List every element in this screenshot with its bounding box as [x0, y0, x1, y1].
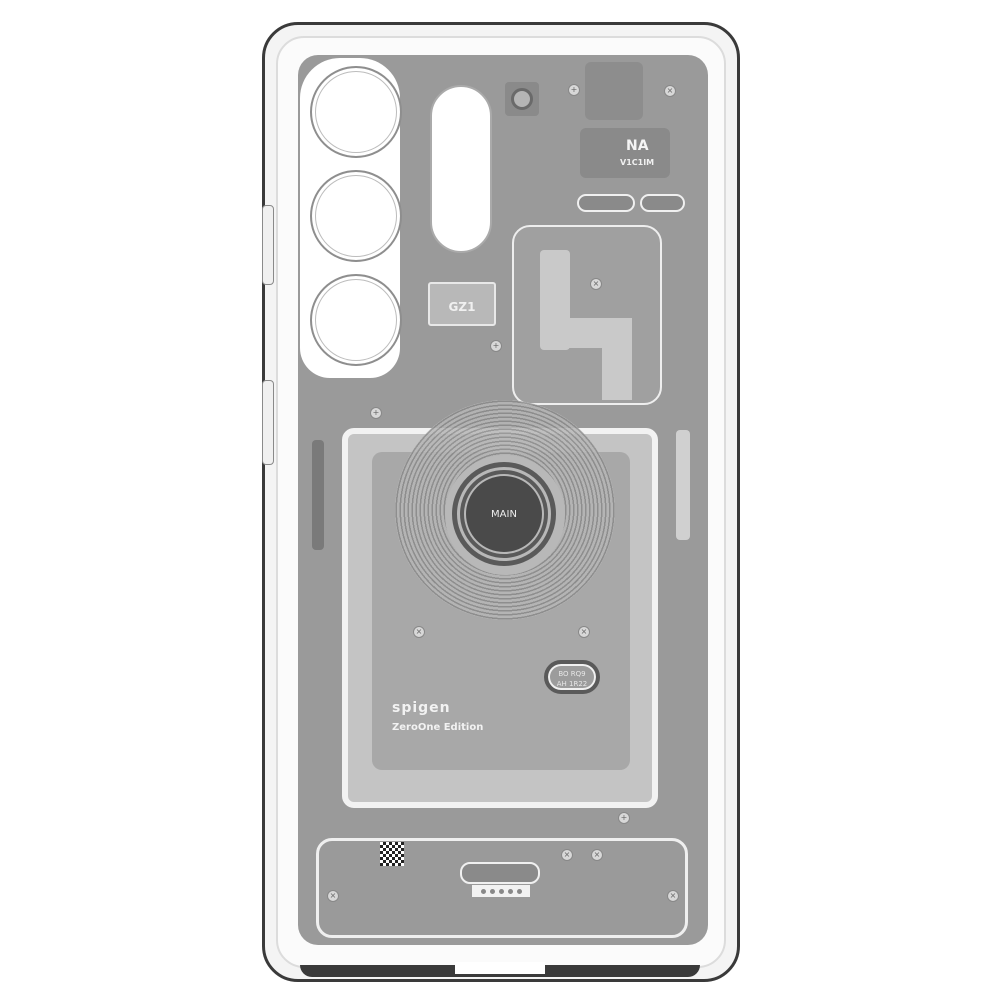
- screw-x-icon: ×: [667, 890, 679, 902]
- side-slot: [676, 430, 690, 540]
- mic-module: [505, 82, 539, 116]
- speaker-grille: [472, 885, 530, 897]
- screw-x-icon: ×: [561, 849, 573, 861]
- qr-code: [380, 842, 404, 866]
- flex-cable-segment: [602, 330, 632, 400]
- chip-module: [585, 62, 643, 120]
- gz1-chip: GZ1: [428, 282, 496, 326]
- screw-x-icon: ×: [591, 849, 603, 861]
- main-core: MAIN: [466, 476, 542, 552]
- screw-x-icon: ×: [590, 278, 602, 290]
- brand-logo: spigen: [392, 700, 451, 716]
- side-slot: [312, 440, 324, 550]
- screw-plus-icon: +: [490, 340, 502, 352]
- screw-x-icon: ×: [413, 626, 425, 638]
- power-button-cover: [262, 380, 274, 465]
- bottom-board-zone: [316, 838, 688, 938]
- flex-cable-zone: [512, 225, 662, 405]
- usb-port-cutout: [460, 862, 540, 884]
- camera-lens-cutout-2: [310, 170, 402, 262]
- coil-outer-ring: [452, 462, 556, 566]
- coil-inner-ring: [460, 470, 548, 558]
- screw-plus-icon: +: [618, 812, 630, 824]
- connector-slot-right: [640, 194, 685, 212]
- camera-lens-cutout-1: [310, 66, 402, 158]
- badge-line2: AH 1R22: [556, 680, 588, 688]
- badge-oval: BO RQ9 AH 1R22: [544, 660, 600, 694]
- flash-sensor-cutout: [430, 85, 492, 253]
- bottom-port-opening: [455, 962, 545, 974]
- na-sub-label: V1C1IM: [620, 158, 655, 167]
- na-label: NA: [626, 138, 649, 154]
- screw-plus-icon: +: [370, 407, 382, 419]
- screw-plus-icon: +: [568, 84, 580, 96]
- na-chip: [580, 128, 670, 178]
- screw-x-icon: ×: [664, 85, 676, 97]
- badge-line1: BO RQ9: [558, 670, 586, 678]
- edition-label: ZeroOne Edition: [392, 722, 484, 733]
- connector-slot-left: [577, 194, 635, 212]
- screw-x-icon: ×: [327, 890, 339, 902]
- screw-x-icon: ×: [578, 626, 590, 638]
- volume-button-cover: [262, 205, 274, 285]
- gz1-label: GZ1: [448, 300, 476, 314]
- camera-lens-cutout-3: [310, 274, 402, 366]
